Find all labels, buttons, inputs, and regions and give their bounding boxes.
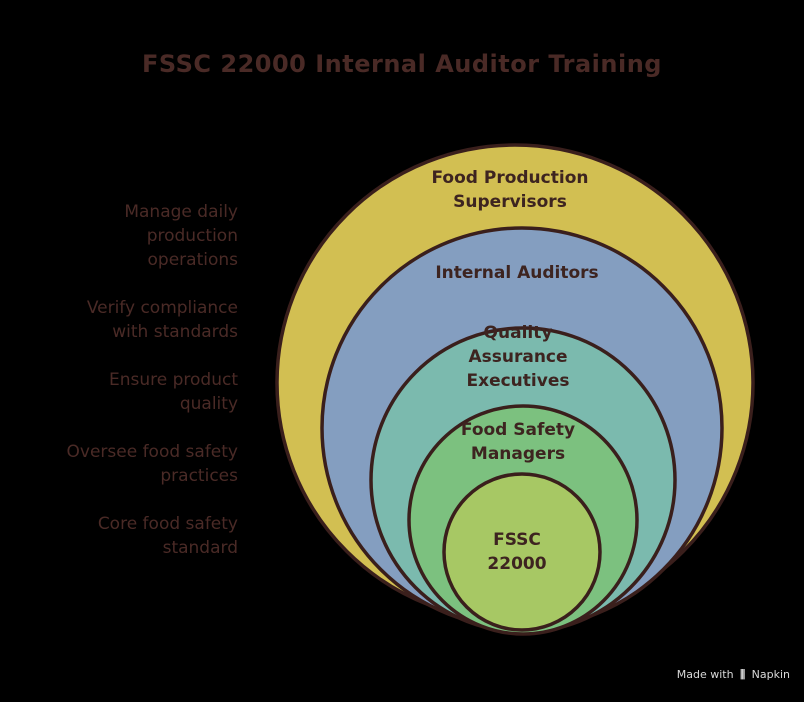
layer-description-line: Manage daily — [124, 202, 238, 222]
napkin-brand-text: Napkin — [751, 668, 790, 681]
layer-description-3: Oversee food safety practices — [0, 440, 239, 488]
layer-description-2: Ensure product quality — [0, 368, 238, 416]
layer-description-1: Verify compliance with standards — [0, 296, 238, 344]
made-with-text: Made with — [676, 668, 734, 681]
layer-label-line: Food Production — [432, 168, 589, 188]
layer-description-line: Oversee food safety — [66, 442, 239, 462]
diagram-title: FSSC 22000 Internal Auditor Training — [142, 50, 662, 78]
layer-label-line: Executives — [467, 371, 570, 391]
layer-label-4: FSSC 22000 — [487, 530, 546, 574]
layer-label-line: Managers — [471, 444, 565, 464]
layer-description-line: practices — [160, 466, 238, 486]
napkin-watermark: Made with ⫼ Napkin — [677, 668, 790, 682]
layer-circle-4 — [442, 472, 602, 632]
layer-description-line: Ensure product — [108, 370, 238, 390]
layer-label-line: Assurance — [468, 347, 567, 367]
layer-description-line: operations — [147, 250, 238, 270]
napkin-logo-icon: ⫼ — [740, 668, 746, 681]
layer-label-line: Internal Auditors — [435, 263, 598, 283]
layer-description-line: standard — [162, 538, 238, 558]
layer-description-line: Verify compliance — [86, 298, 238, 318]
layer-label-line: Food Safety — [461, 420, 575, 440]
layer-description-line: Core food safety — [97, 514, 238, 534]
layer-description-line: with standards — [112, 322, 238, 342]
layer-description-line: production — [146, 226, 238, 246]
layer-label-line: Quality — [484, 323, 553, 343]
layer-description-line: quality — [179, 394, 238, 414]
layer-description-4: Core food safety standard — [0, 512, 238, 560]
layer-label-line: 22000 — [487, 554, 546, 574]
layer-label-line: Supervisors — [453, 192, 567, 212]
layer-description-0: Manage daily production operations — [0, 200, 238, 272]
layer-label-line: FSSC — [493, 530, 541, 550]
layer-label-1: Internal Auditors — [435, 263, 598, 283]
